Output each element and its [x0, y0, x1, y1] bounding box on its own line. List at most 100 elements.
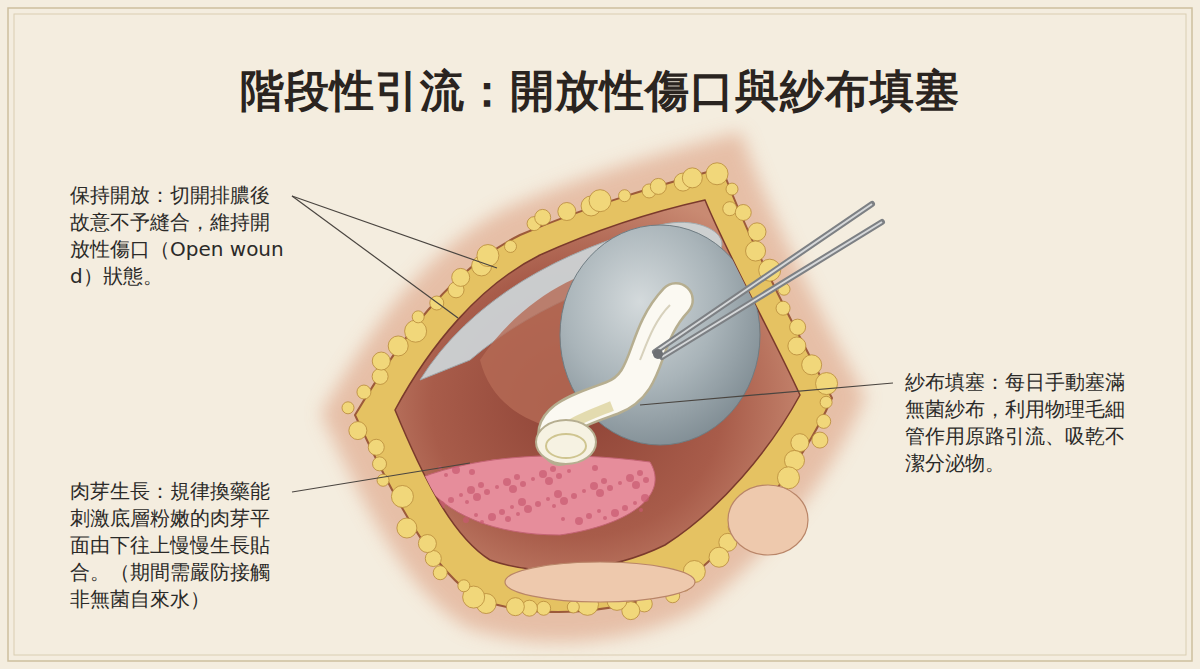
fat-globule [357, 385, 371, 399]
fat-globule [777, 467, 799, 489]
granulation-dot [550, 466, 556, 472]
callout-text: 肉芽生長：規律換藥能刺激底層粉嫩的肉芽平面由下往上慢慢生長貼合。（期間需嚴防接觸… [70, 478, 284, 613]
granulation-dot [539, 470, 547, 478]
fat-globule [567, 601, 579, 613]
granulation-dot [474, 513, 478, 517]
fat-globule [709, 547, 729, 567]
granulation-dot [575, 517, 583, 525]
granulation-dot [554, 490, 562, 498]
granulation-dot [552, 504, 556, 508]
fat-globule [791, 434, 809, 452]
fat-globule [706, 163, 728, 185]
cavity-contents [420, 222, 760, 535]
granulation-dot [561, 517, 565, 521]
fat-globule [373, 457, 387, 471]
granulation-dot [448, 497, 454, 503]
fat-rim [355, 168, 832, 612]
granulation-dot [531, 477, 535, 481]
fat-globule [746, 241, 766, 261]
fat-globule [802, 355, 822, 375]
fat-globule [388, 336, 408, 356]
fat-globules [342, 163, 838, 620]
granulation-dot [618, 481, 622, 485]
granulation-dot [582, 489, 586, 493]
granulation-dot [518, 498, 526, 506]
skin-flap [728, 485, 808, 555]
fat-globule [723, 202, 737, 216]
fat-globule [433, 566, 447, 580]
fat-globule [816, 373, 838, 395]
granulation-dot [596, 489, 604, 497]
granulation-dot [622, 505, 628, 511]
fat-globule [458, 580, 470, 592]
granulation-dot [444, 473, 448, 477]
fat-globule [504, 240, 516, 252]
skin-flap [505, 562, 695, 602]
granulation-dot [590, 482, 598, 490]
fat-globule [790, 319, 806, 335]
skin-halo [355, 168, 832, 612]
granulation-dot [510, 505, 514, 509]
granulation-dot [535, 501, 541, 507]
granulation-dot [520, 481, 526, 487]
gauze [536, 300, 676, 464]
granulation-dot [632, 481, 640, 489]
granulation-dot [488, 513, 496, 521]
granulation-dot [463, 517, 469, 523]
granulation-dot [639, 508, 643, 512]
granulation-dot [509, 485, 517, 493]
granulation-dot [601, 478, 607, 484]
granulation-dot [603, 516, 607, 520]
fat-globule [589, 190, 611, 212]
fat-globule [506, 598, 524, 616]
title: 階段性引流：開放性傷口與紗布填塞 [0, 62, 1200, 121]
fat-globule [619, 190, 631, 202]
granulation-dot [473, 493, 481, 501]
granulation-dot [607, 485, 613, 491]
granulation-dot [626, 474, 634, 482]
granulation-dot [503, 478, 511, 486]
fat-globule [788, 337, 806, 355]
fat-globule [776, 301, 790, 315]
granulation-dot [571, 493, 577, 499]
fat-globule [412, 311, 424, 323]
fat-globule [405, 320, 427, 342]
fat-globule [477, 245, 499, 267]
fat-globule [535, 209, 551, 225]
granulation-dot [641, 494, 649, 502]
granulation-dot [499, 509, 505, 515]
fat-globule [537, 601, 551, 615]
granulation-dot [437, 501, 445, 509]
granulation-dot [643, 477, 649, 483]
granulation-dot [480, 520, 484, 524]
fat-globule [372, 352, 390, 370]
granulation-dot [597, 509, 601, 513]
granulation-dot [478, 482, 484, 488]
granulation-dot [556, 473, 562, 479]
granulation-dot [495, 485, 499, 489]
fat-globule [682, 168, 702, 188]
fat-globule [368, 439, 384, 455]
granulation-dot [459, 493, 463, 497]
granulation-dot [545, 477, 553, 485]
fat-globule [650, 178, 666, 194]
granulation-dot [637, 470, 643, 476]
fat-globule [397, 518, 417, 538]
fat-globule [820, 396, 832, 408]
fat-globule [726, 183, 738, 195]
granulation-dot [592, 465, 598, 471]
fat-globule [372, 368, 388, 384]
granulation-dot [452, 466, 460, 474]
granulation-dot [484, 489, 490, 495]
fat-globule [812, 432, 828, 448]
fat-globule [418, 535, 436, 553]
granulation-dot [524, 505, 532, 513]
fat-globule [817, 414, 831, 428]
granulation-dot [465, 500, 469, 504]
callout-text: 紗布填塞：每日手動塞滿無菌紗布，利用物理毛細管作用原路引流、吸乾不潔分泌物。 [905, 369, 1131, 477]
granulation-dot [514, 474, 520, 480]
granulation-dot [505, 516, 511, 522]
granulation-dot [467, 486, 475, 494]
fat-globule [558, 203, 576, 221]
granulation-dot [469, 469, 475, 475]
